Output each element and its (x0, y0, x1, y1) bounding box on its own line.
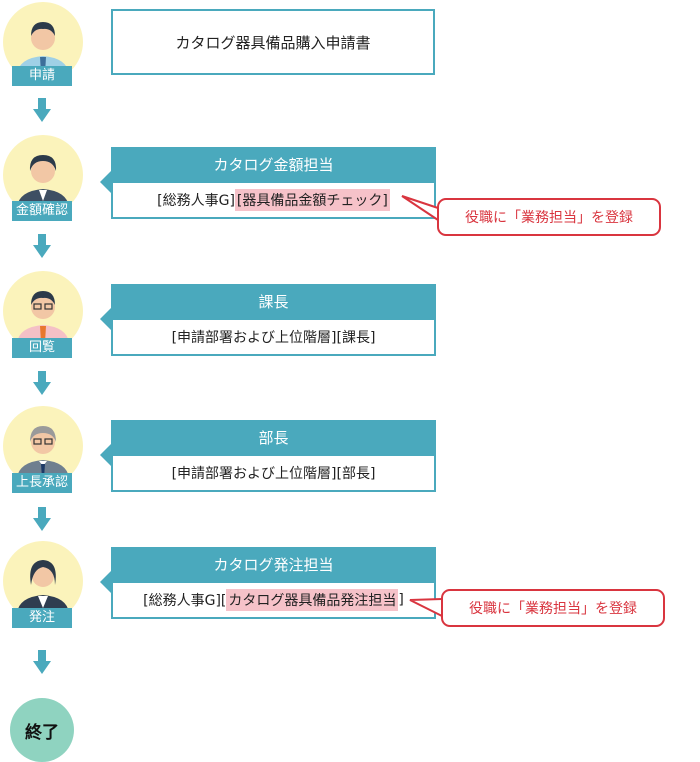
callout-role-note-1: 役職に「業務担当」を登録 (437, 198, 661, 236)
step-assignee-department-head: [申請部署および上位階層][部長] (111, 456, 436, 492)
assignee-suffix: ] (398, 592, 404, 608)
role-tag-ordering: 発注 (12, 608, 72, 628)
step-assignee-amount-check: [総務人事G][器具備品金額チェック] (111, 183, 436, 219)
arrow-down-icon (33, 98, 51, 122)
role-tag-superior-approval: 上長承認 (12, 473, 72, 493)
step-header-section-chief: 課長 (100, 284, 436, 330)
role-tag-amount-check: 金額確認 (12, 201, 72, 221)
application-form-box: カタログ器具備品購入申請書 (111, 9, 435, 75)
step-header-department-head: 部長 (100, 420, 436, 466)
end-label: 終了 (25, 722, 59, 743)
assignee-highlight: カタログ器具備品発注担当 (226, 589, 399, 611)
assignee-prefix: [総務人事G][ (143, 593, 227, 609)
application-form-title: カタログ器具備品購入申請書 (175, 33, 371, 52)
assignee-highlight: [器具備品金額チェック] (234, 189, 390, 211)
end-node: 終了 (10, 698, 74, 762)
callout-pointer (409, 598, 443, 617)
arrow-down-icon (33, 234, 51, 258)
arrow-down-icon (33, 650, 51, 674)
step-assignee-section-chief: [申請部署および上位階層][課長] (111, 320, 436, 356)
callout-role-note-2: 役職に「業務担当」を登録 (441, 589, 665, 627)
person-checker-icon (3, 135, 85, 217)
arrow-down-icon (33, 507, 51, 531)
callout-pointer (401, 195, 439, 221)
arrow-down-icon (33, 371, 51, 395)
assignee-prefix: [総務人事G] (157, 193, 235, 209)
step-assignee-order-staff: [総務人事G][カタログ器具備品発注担当] (111, 583, 436, 619)
role-tag-apply: 申請 (12, 66, 72, 86)
step-header-amount-check: カタログ金額担当 (100, 147, 436, 193)
step-header-order-staff: カタログ発注担当 (100, 547, 436, 593)
role-tag-circulation: 回覧 (12, 338, 72, 358)
